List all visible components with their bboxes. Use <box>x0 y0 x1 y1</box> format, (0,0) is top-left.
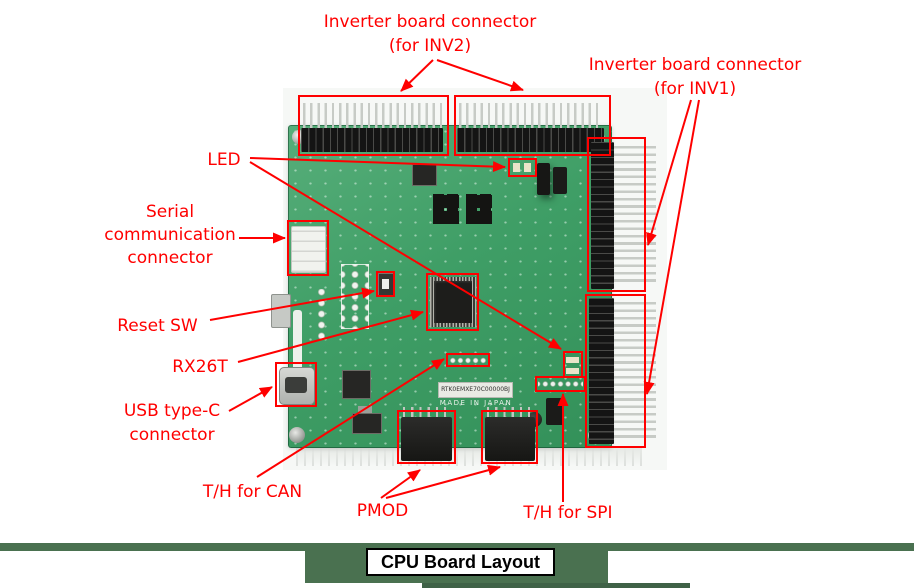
th-spi-holes <box>538 379 583 389</box>
inv2-connector-a <box>301 128 443 152</box>
through-hole-column <box>315 289 328 339</box>
arrow-pmod-a <box>380 469 421 499</box>
arrow-inv2-b <box>436 59 524 92</box>
label-th-spi: T/H for SPI <box>523 503 613 523</box>
label-led: LED <box>207 150 241 170</box>
part-number-sticker: RTK0EMXE70C00000BJ <box>438 382 513 398</box>
jumper-block-b <box>466 194 492 224</box>
edge-component-left <box>271 294 291 328</box>
label-inv1-connector: Inverter board connector (for INV1) <box>588 55 802 99</box>
label-pmod: PMOD <box>356 501 409 521</box>
jumper-block-a <box>433 194 459 224</box>
inv1-connector-b-pins <box>613 302 656 440</box>
jumper-block-c <box>537 163 550 195</box>
pmod-connector-b <box>485 417 535 461</box>
rx26t-mcu-core <box>434 281 472 323</box>
reset-switch-button <box>382 279 389 289</box>
regulator-body <box>352 413 382 434</box>
inv1-connector-a <box>591 142 614 289</box>
can-transceiver-ic <box>342 370 371 399</box>
reset-switch-part <box>378 273 395 297</box>
label-th-can: T/H for CAN <box>202 482 303 502</box>
inv1-connector-a-pins <box>613 146 656 286</box>
capacitor-bottom-left <box>289 427 305 443</box>
emulator-header-silkscreen <box>341 264 369 329</box>
figure-caption: CPU Board Layout <box>366 548 555 576</box>
inv2-connector-a-pins <box>303 103 442 130</box>
inv2-connector-b <box>457 128 604 152</box>
label-reset-sw: Reset SW <box>117 316 198 336</box>
serial-connector-part <box>291 226 326 273</box>
label-inv2-connector: Inverter board connector (for INV2) <box>323 12 537 56</box>
arrow-pmod-b <box>385 464 501 499</box>
jumper-block-d <box>553 167 567 194</box>
pmod-connector-a <box>401 417 452 461</box>
led-group-top <box>513 163 533 172</box>
label-rx26t: RX26T <box>172 357 228 377</box>
caption-block-lower-strip <box>422 583 690 588</box>
arrow-inv2-a <box>400 59 434 92</box>
led-group-right <box>566 356 579 374</box>
usb-type-c-part <box>279 367 315 405</box>
th-can-holes <box>449 356 487 365</box>
rx26t-mcu-chip <box>430 277 476 327</box>
transistor-part <box>546 398 564 425</box>
inv2-connector-b-pins <box>459 103 603 130</box>
photo-shadow-bottom <box>296 448 642 466</box>
label-serial-connector: Serial communication connector <box>104 202 236 268</box>
caption-rule-bar <box>0 543 914 551</box>
usb-type-c-slot <box>285 377 307 393</box>
small-ic-top <box>412 164 437 186</box>
inv1-connector-b <box>589 298 614 444</box>
made-in-japan-silkscreen: MADE IN JAPAN <box>439 399 513 407</box>
label-usb-type-c: USB type-C connector <box>123 401 221 445</box>
